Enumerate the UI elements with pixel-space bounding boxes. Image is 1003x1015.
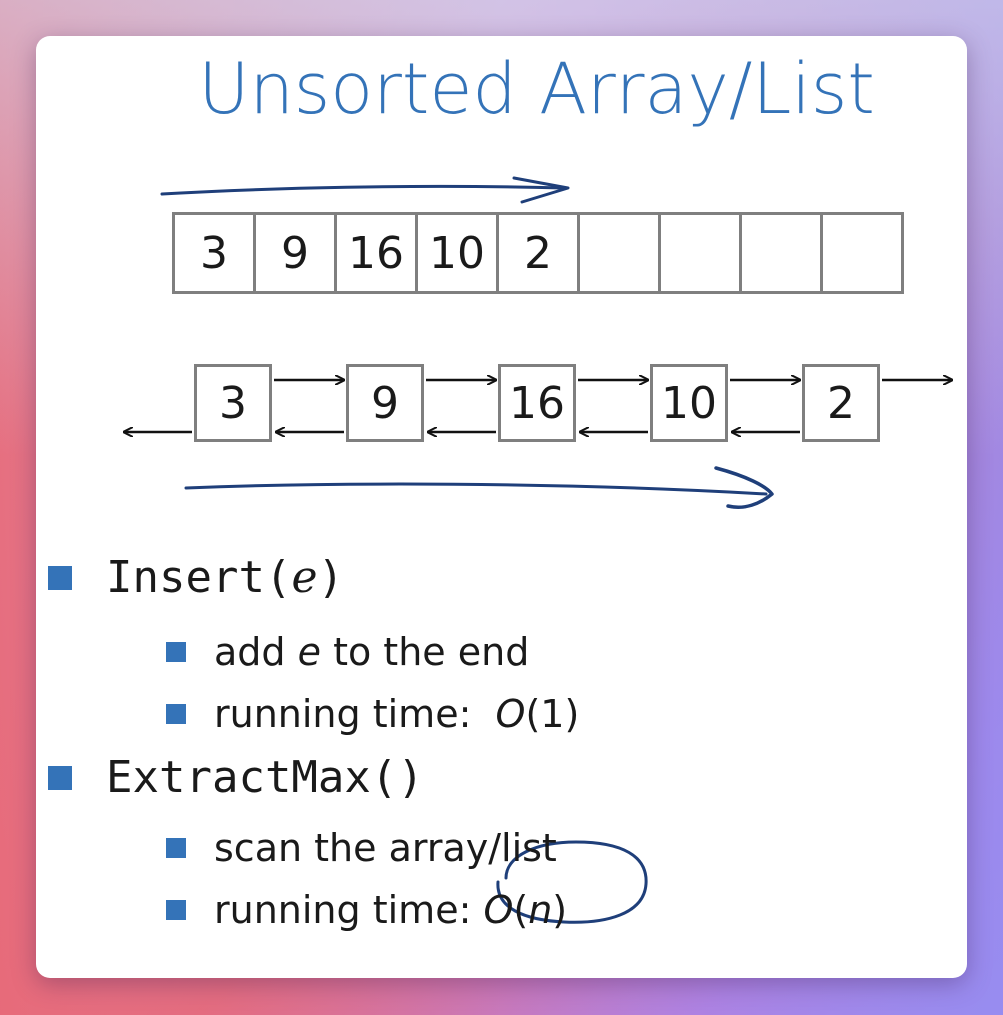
subbullet: add e to the end — [166, 630, 529, 674]
bullet-label-prefix: Insert( — [106, 552, 292, 603]
array-cell: 3 — [175, 215, 256, 291]
subbullet-ital: n — [528, 888, 553, 932]
bullet-label-suffix: ) — [317, 552, 344, 603]
slide: Unsorted Array/List 3 9 16 10 2 3 9 16 1… — [36, 36, 967, 978]
bullet-label: ExtractMax() — [106, 752, 424, 803]
slide-title: Unsorted Array/List — [198, 48, 875, 130]
bullet-marker — [166, 704, 186, 724]
subbullet-text: (1) — [525, 692, 580, 736]
subbullet-text: ( — [513, 888, 529, 932]
array-cell: 2 — [499, 215, 580, 291]
subbullet-ital: e — [297, 630, 321, 674]
bullet-insert: Insert(e) — [48, 552, 344, 603]
list-node: 3 — [194, 364, 272, 442]
subbullet-text: ) — [552, 888, 568, 932]
array: 3 9 16 10 2 — [172, 212, 904, 294]
array-cell: 10 — [418, 215, 499, 291]
array-cell: 16 — [337, 215, 418, 291]
subbullet-text: running time: — [214, 888, 484, 932]
bullet-marker — [166, 642, 186, 662]
subbullet-ital: O — [495, 692, 526, 736]
bullet-label-arg: e — [291, 552, 318, 603]
bullet-marker — [48, 565, 72, 590]
subbullet: running time: O(n) — [166, 888, 567, 932]
subbullet-text: to the end — [321, 630, 530, 674]
handwritten-arrow-top — [160, 176, 570, 204]
list-node: 16 — [498, 364, 576, 442]
subbullet: scan the array/list — [166, 826, 557, 870]
bullet-marker — [48, 765, 72, 790]
subbullet: running time: O(1) — [166, 692, 579, 736]
array-cell — [823, 215, 901, 291]
bullet-marker — [166, 900, 186, 920]
subbullet-text: add — [214, 630, 298, 674]
handwritten-arrow-bottom — [184, 466, 774, 509]
list-node: 2 — [802, 364, 880, 442]
array-cell — [661, 215, 742, 291]
bullet-marker — [166, 838, 186, 858]
subbullet-ital: O — [483, 888, 514, 932]
array-cell: 9 — [256, 215, 337, 291]
list-node: 9 — [346, 364, 424, 442]
subbullet-text: running time: — [214, 692, 496, 736]
bullet-extractmax: ExtractMax() — [48, 752, 424, 803]
array-cell — [580, 215, 661, 291]
subbullet-text: scan the array/list — [214, 826, 557, 870]
array-cell — [742, 215, 823, 291]
list-node: 10 — [650, 364, 728, 442]
